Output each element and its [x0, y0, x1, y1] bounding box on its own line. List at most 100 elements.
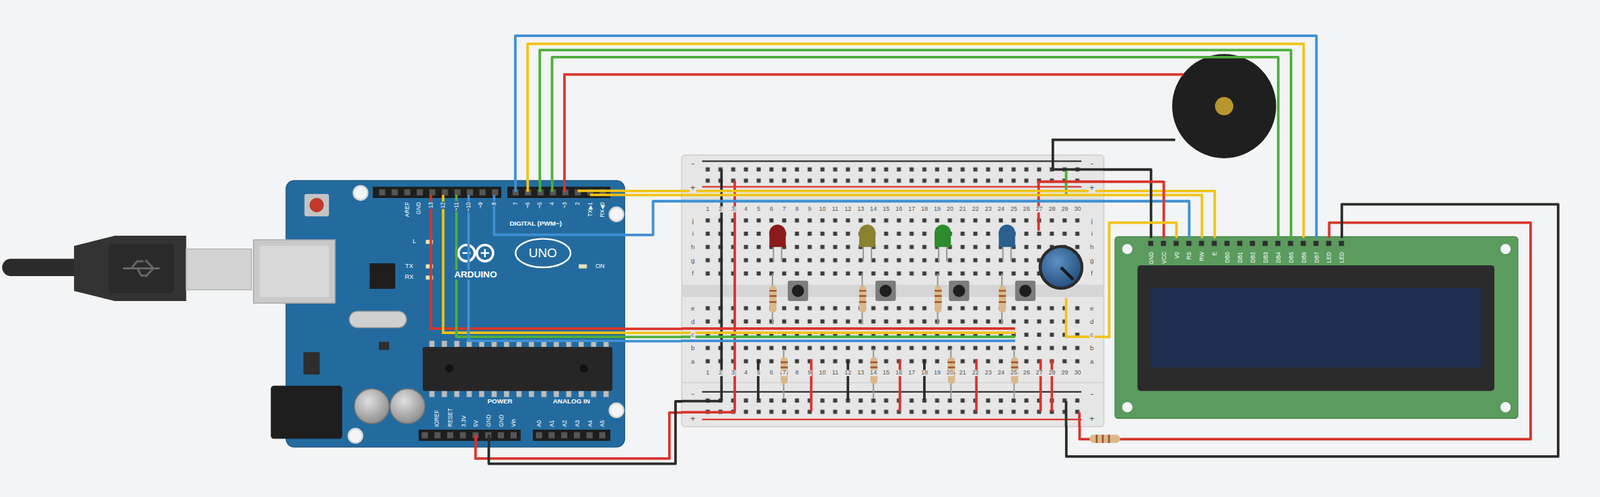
row-letter: b — [690, 344, 696, 352]
lcd-pin-label: DB4 — [1275, 250, 1282, 264]
column-number: 28 — [1048, 369, 1057, 376]
pin-label: TX▶1 — [586, 201, 593, 218]
led — [999, 224, 1016, 247]
wire — [624, 335, 682, 339]
column-number: 23 — [984, 369, 993, 376]
header-label: ANALOG IN — [552, 397, 591, 405]
column-number: 25 — [1009, 205, 1018, 212]
wire-stub — [526, 180, 529, 192]
led — [769, 224, 786, 247]
column-number: 12 — [843, 369, 852, 376]
lcd-pin-label: E — [1211, 250, 1218, 257]
led — [773, 244, 782, 262]
resistor-symbol — [780, 356, 788, 383]
breadboard-wire — [719, 169, 723, 402]
arduino-board-art — [579, 364, 589, 373]
pin-label: A2 — [561, 419, 567, 428]
potentiometer — [1061, 267, 1074, 280]
lcd-pin-label: LED — [1326, 250, 1332, 264]
buzzer — [1172, 53, 1277, 159]
row-letter: e — [690, 304, 696, 312]
model-label: UNO — [528, 246, 558, 260]
wire-stub — [456, 194, 1015, 337]
row-letter: g — [690, 257, 696, 264]
lcd-module-art — [1500, 243, 1511, 254]
usb-port — [253, 239, 336, 303]
column-number: 11 — [831, 205, 840, 212]
row-letter: i — [691, 230, 695, 237]
lcd-pin-label: DB0 — [1224, 250, 1230, 264]
row-letter: j — [691, 217, 695, 225]
column-number: 23 — [984, 205, 993, 212]
push-button — [787, 280, 1036, 301]
column-number: 18 — [920, 205, 929, 212]
rail-sign: + — [689, 183, 697, 193]
arduino-board-art — [354, 388, 390, 424]
lcd-pin-label: DB5 — [1288, 250, 1294, 264]
column-number: 25 — [1009, 369, 1018, 376]
lcd-pin-label: DB7 — [1313, 250, 1319, 264]
arduino-board-art — [609, 403, 624, 418]
pin-label: 4 — [549, 201, 555, 206]
arduino-board: AREFGND1312~11~10~987~6~54~32TX▶1RX◀0DIG… — [285, 180, 626, 447]
breadboard-art — [701, 164, 1084, 187]
pin-label: GND — [497, 413, 504, 428]
wire-stub — [487, 434, 491, 447]
wire-stub — [443, 194, 1016, 333]
lcd-module-art — [1500, 401, 1511, 412]
column-number: 10 — [818, 369, 827, 376]
lcd-module-art — [1114, 236, 1518, 419]
wire-stub — [1052, 139, 1176, 170]
wire — [475, 412, 682, 459]
led-label: ON — [594, 263, 606, 270]
led — [769, 224, 1016, 262]
row-letter: c — [1089, 331, 1095, 338]
usb-port — [259, 245, 330, 297]
column-number: 27 — [1035, 205, 1044, 212]
lcd-pin-label: V0 — [1173, 250, 1179, 260]
rail-sign: + — [1088, 413, 1096, 424]
column-number: 28 — [1048, 205, 1057, 212]
column-number: 20 — [946, 369, 955, 376]
push-button — [948, 280, 969, 301]
resistor-symbol — [999, 285, 1007, 312]
lcd-pin-label: LED — [1338, 250, 1345, 264]
row-letter: b — [1089, 344, 1095, 352]
wire-stub — [577, 189, 626, 192]
pin-label: 12 — [440, 201, 446, 209]
usb-cable — [186, 248, 252, 290]
arduino-board-art — [609, 207, 624, 222]
resistor-symbol — [934, 285, 942, 312]
arduino-board-art — [304, 193, 330, 216]
arduino-board-art — [303, 351, 320, 375]
wire — [527, 43, 1304, 237]
wire-stub — [681, 399, 722, 403]
arduino-board-art — [507, 186, 611, 198]
usb-cable — [108, 243, 175, 293]
led — [863, 244, 872, 262]
column-number: 4 — [743, 205, 749, 212]
arduino-board-art — [532, 429, 611, 441]
arduino-board-art — [578, 263, 587, 268]
column-number: 24 — [997, 369, 1006, 376]
breadboard-art — [681, 198, 1104, 200]
column-number: 22 — [971, 205, 980, 212]
arduino-board-art — [462, 248, 489, 258]
column-number: 18 — [920, 369, 929, 376]
wire-stub — [468, 194, 1015, 341]
column-number: 21 — [958, 205, 967, 212]
pin-label: 8 — [491, 201, 497, 206]
column-number: 17 — [907, 369, 916, 376]
lcd-module-art — [1144, 239, 1348, 248]
push-button — [1019, 284, 1032, 297]
column-number: 24 — [997, 205, 1006, 212]
lcd-pin-label: DB2 — [1250, 250, 1256, 264]
resistor-symbol — [859, 285, 867, 312]
column-number: 6 — [769, 369, 774, 376]
push-button — [787, 280, 809, 301]
brand-label: ARDUINO — [453, 269, 498, 280]
arduino-board-art — [418, 429, 521, 441]
push-button — [952, 284, 965, 297]
